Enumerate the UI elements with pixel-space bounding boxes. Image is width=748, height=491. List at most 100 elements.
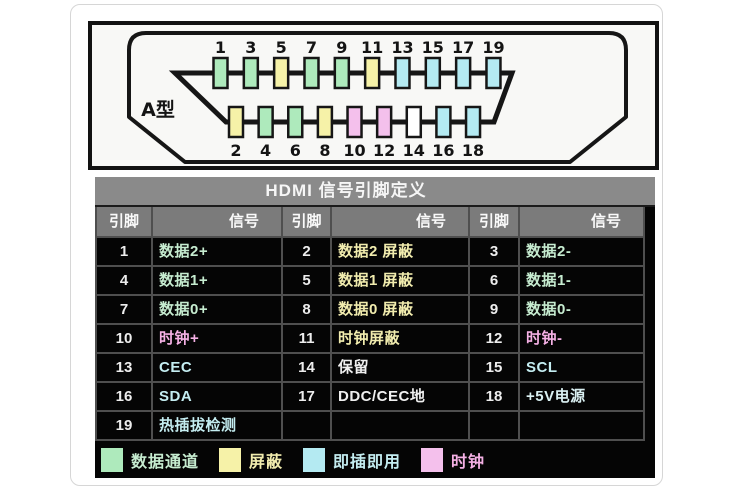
pin-number-cell: 6 bbox=[470, 267, 520, 296]
pin-number-cell: 18 bbox=[470, 383, 520, 412]
legend-label: 数据通道 bbox=[131, 453, 200, 471]
pin-18 bbox=[464, 105, 482, 139]
pin-number-cell: 1 bbox=[97, 238, 153, 267]
pin-3 bbox=[242, 56, 260, 90]
pin-number-3: 3 bbox=[245, 38, 256, 57]
signal-cell: SCL bbox=[520, 354, 645, 383]
signal-cell: 数据2 屏蔽 bbox=[332, 238, 470, 267]
pin-number-4: 4 bbox=[260, 141, 271, 160]
pin-number-8: 8 bbox=[319, 141, 330, 160]
pin-number-cell: 9 bbox=[470, 296, 520, 325]
table-title: HDMI 信号引脚定义 bbox=[95, 177, 655, 207]
color-legend: 数据通道 屏蔽 即插即用 时钟 bbox=[95, 441, 655, 478]
pin-19 bbox=[485, 56, 502, 90]
pin-12 bbox=[375, 105, 393, 139]
pin-13 bbox=[394, 56, 411, 90]
pin-17 bbox=[454, 56, 472, 90]
legend-label: 即插即用 bbox=[333, 453, 402, 471]
signal-cell: 时钟- bbox=[520, 325, 645, 354]
pin-number-cell: 12 bbox=[470, 325, 520, 354]
pin-8 bbox=[316, 105, 334, 139]
connector-type-label: A型 bbox=[141, 98, 175, 121]
pin-5 bbox=[272, 56, 290, 90]
signal-cell: 数据1 屏蔽 bbox=[332, 267, 470, 296]
pin-15 bbox=[424, 56, 442, 90]
legend-label: 屏蔽 bbox=[249, 453, 284, 471]
signal-cell bbox=[332, 412, 470, 441]
pin-1 bbox=[212, 56, 229, 90]
signal-cell: SDA bbox=[153, 383, 283, 412]
pin-number-6: 6 bbox=[290, 141, 301, 160]
legend-item: 屏蔽 bbox=[219, 447, 284, 472]
pin-number-17: 17 bbox=[452, 38, 474, 57]
signal-cell: 保留 bbox=[332, 354, 470, 383]
pin-7 bbox=[303, 56, 320, 90]
pin-number-cell: 11 bbox=[283, 325, 332, 354]
pin-number-cell: 4 bbox=[97, 267, 153, 296]
pin-2 bbox=[227, 105, 245, 139]
pin-number-cell: 2 bbox=[283, 238, 332, 267]
column-header-pin: 引脚 bbox=[283, 207, 332, 238]
pin-number-cell: 3 bbox=[470, 238, 520, 267]
signal-cell: 数据2- bbox=[520, 238, 645, 267]
pin-number-cell: 5 bbox=[283, 267, 332, 296]
page-frame bbox=[70, 4, 663, 486]
pin-11 bbox=[363, 56, 381, 90]
signal-cell: 数据2+ bbox=[153, 238, 283, 267]
column-header-signal: 信号 bbox=[520, 207, 645, 238]
pin-number-7: 7 bbox=[306, 38, 317, 57]
pin-number-cell: 13 bbox=[97, 354, 153, 383]
column-header-signal: 信号 bbox=[332, 207, 470, 238]
signal-cell: 时钟+ bbox=[153, 325, 283, 354]
pin-4 bbox=[257, 105, 274, 139]
pin-6 bbox=[287, 105, 304, 139]
pin-number-15: 15 bbox=[422, 38, 444, 57]
signal-cell: 时钟屏蔽 bbox=[332, 325, 470, 354]
column-header-signal: 信号 bbox=[153, 207, 283, 238]
signal-cell bbox=[520, 412, 645, 441]
legend-swatch bbox=[219, 447, 242, 472]
legend-item: 即插即用 bbox=[303, 447, 402, 472]
pin-9 bbox=[333, 56, 351, 90]
legend-item: 时钟 bbox=[421, 447, 486, 472]
pin-number-cell: 10 bbox=[97, 325, 153, 354]
signal-cell: CEC bbox=[153, 354, 283, 383]
pin-number-18: 18 bbox=[462, 141, 484, 160]
pin-number-5: 5 bbox=[276, 38, 287, 57]
pin-number-19: 19 bbox=[482, 38, 504, 57]
pin-number-cell: 19 bbox=[97, 412, 153, 441]
pin-number-cell: 14 bbox=[283, 354, 332, 383]
pin-number-10: 10 bbox=[343, 141, 365, 160]
signal-cell: 热插拔检测 bbox=[153, 412, 283, 441]
connector-shell-outline bbox=[127, 31, 628, 164]
pin-number-2: 2 bbox=[230, 141, 241, 160]
pin-number-1: 1 bbox=[215, 38, 226, 57]
pin-number-14: 14 bbox=[403, 141, 425, 160]
signal-cell: 数据0+ bbox=[153, 296, 283, 325]
pin-number-16: 16 bbox=[432, 141, 454, 160]
legend-swatch bbox=[421, 447, 444, 472]
signal-cell: +5V电源 bbox=[520, 383, 645, 412]
column-header-pin: 引脚 bbox=[97, 207, 153, 238]
pin-number-12: 12 bbox=[373, 141, 395, 160]
pin-10 bbox=[346, 105, 363, 139]
pin-number-cell bbox=[283, 412, 332, 441]
pin-number-11: 11 bbox=[361, 38, 383, 57]
legend-swatch bbox=[101, 447, 123, 472]
pin-number-cell: 16 bbox=[97, 383, 153, 412]
signal-cell: DDC/CEC地 bbox=[332, 383, 470, 412]
pin-16 bbox=[435, 105, 452, 139]
column-header-pin: 引脚 bbox=[470, 207, 520, 238]
signal-cell: 数据0- bbox=[520, 296, 645, 325]
pin-number-cell: 7 bbox=[97, 296, 153, 325]
signal-cell: 数据0 屏蔽 bbox=[332, 296, 470, 325]
legend-item: 数据通道 bbox=[101, 447, 200, 472]
pin-number-cell: 17 bbox=[283, 383, 332, 412]
legend-label: 时钟 bbox=[451, 453, 486, 471]
signal-cell: 数据1+ bbox=[153, 267, 283, 296]
